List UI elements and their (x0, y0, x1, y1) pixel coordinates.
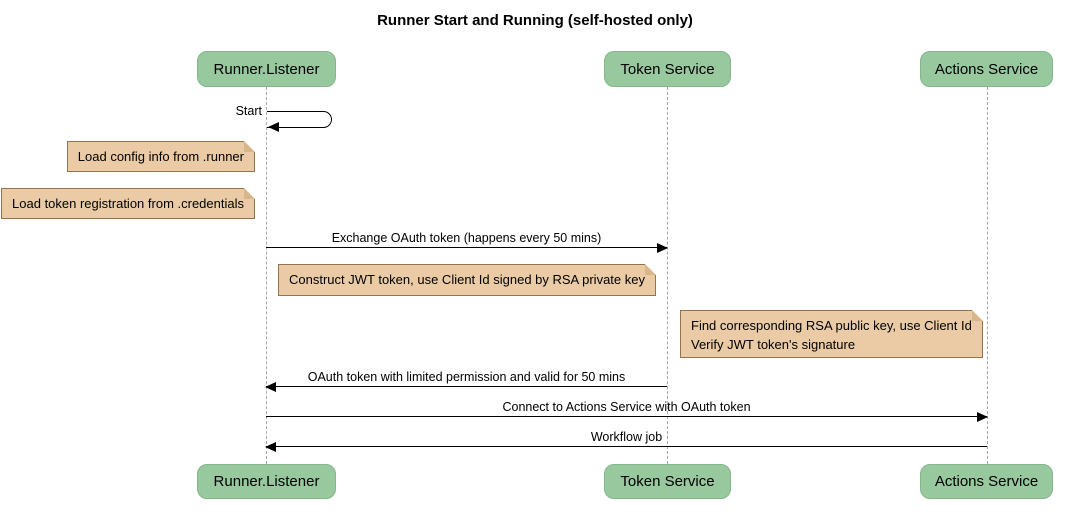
note-text-line2: Verify JWT token's signature (691, 337, 856, 352)
self-message-loop-line (267, 111, 332, 128)
message-oauth-token-returned: OAuth token with limited permission and … (265, 369, 667, 392)
participant-label: Token Service (620, 60, 715, 78)
note-text: Load config info from .runner (77, 149, 244, 164)
participant-runner-listener-bottom: Runner.Listener (197, 464, 336, 499)
message-exchange-oauth-token: Exchange OAuth token (happens every 50 m… (266, 230, 668, 253)
participant-actions-service-top: Actions Service (920, 51, 1053, 87)
message-workflow-job: Workflow job (265, 429, 987, 452)
note-construct-jwt: Construct JWT token, use Client Id signe… (278, 264, 656, 296)
message-line (266, 446, 987, 447)
lifeline-token-service (667, 87, 668, 464)
self-message-start-label: Start (235, 104, 262, 118)
diagram-title: Runner Start and Running (self-hosted on… (377, 12, 693, 29)
lifeline-actions-service (987, 87, 988, 464)
participant-token-service-bottom: Token Service (604, 464, 731, 499)
participant-label: Actions Service (934, 473, 1039, 490)
arrowhead-right-icon (657, 243, 668, 253)
note-text: Load token registration from .credential… (12, 196, 244, 211)
message-label: Exchange OAuth token (happens every 50 m… (331, 231, 602, 245)
arrowhead-left-icon (265, 382, 276, 392)
message-label: Workflow job (590, 430, 663, 444)
message-line (266, 416, 987, 417)
message-line (266, 386, 667, 387)
arrowhead-left-icon (265, 442, 276, 452)
message-line (266, 247, 667, 248)
participant-token-service-top: Token Service (604, 51, 731, 87)
participant-label: Actions Service (934, 60, 1039, 78)
arrowhead-left-icon (268, 122, 279, 132)
note-text: Construct JWT token, use Client Id signe… (289, 272, 645, 287)
note-text-line1: Find corresponding RSA public key, use C… (691, 318, 972, 333)
participant-label: Token Service (620, 473, 715, 490)
participant-runner-listener-top: Runner.Listener (197, 51, 336, 87)
participant-label: Runner.Listener (213, 473, 320, 490)
message-connect-actions-service: Connect to Actions Service with OAuth to… (266, 399, 988, 422)
participant-label: Runner.Listener (213, 60, 320, 78)
note-load-config: Load config info from .runner (66, 141, 256, 172)
arrowhead-right-icon (977, 412, 988, 422)
participant-actions-service-bottom: Actions Service (920, 464, 1053, 499)
message-label: Connect to Actions Service with OAuth to… (502, 400, 751, 414)
note-verify-jwt: Find corresponding RSA public key, use C… (680, 310, 983, 358)
lifeline-runner-listener (266, 87, 267, 464)
note-load-token-registration: Load token registration from .credential… (1, 188, 255, 219)
message-label: OAuth token with limited permission and … (307, 370, 626, 384)
